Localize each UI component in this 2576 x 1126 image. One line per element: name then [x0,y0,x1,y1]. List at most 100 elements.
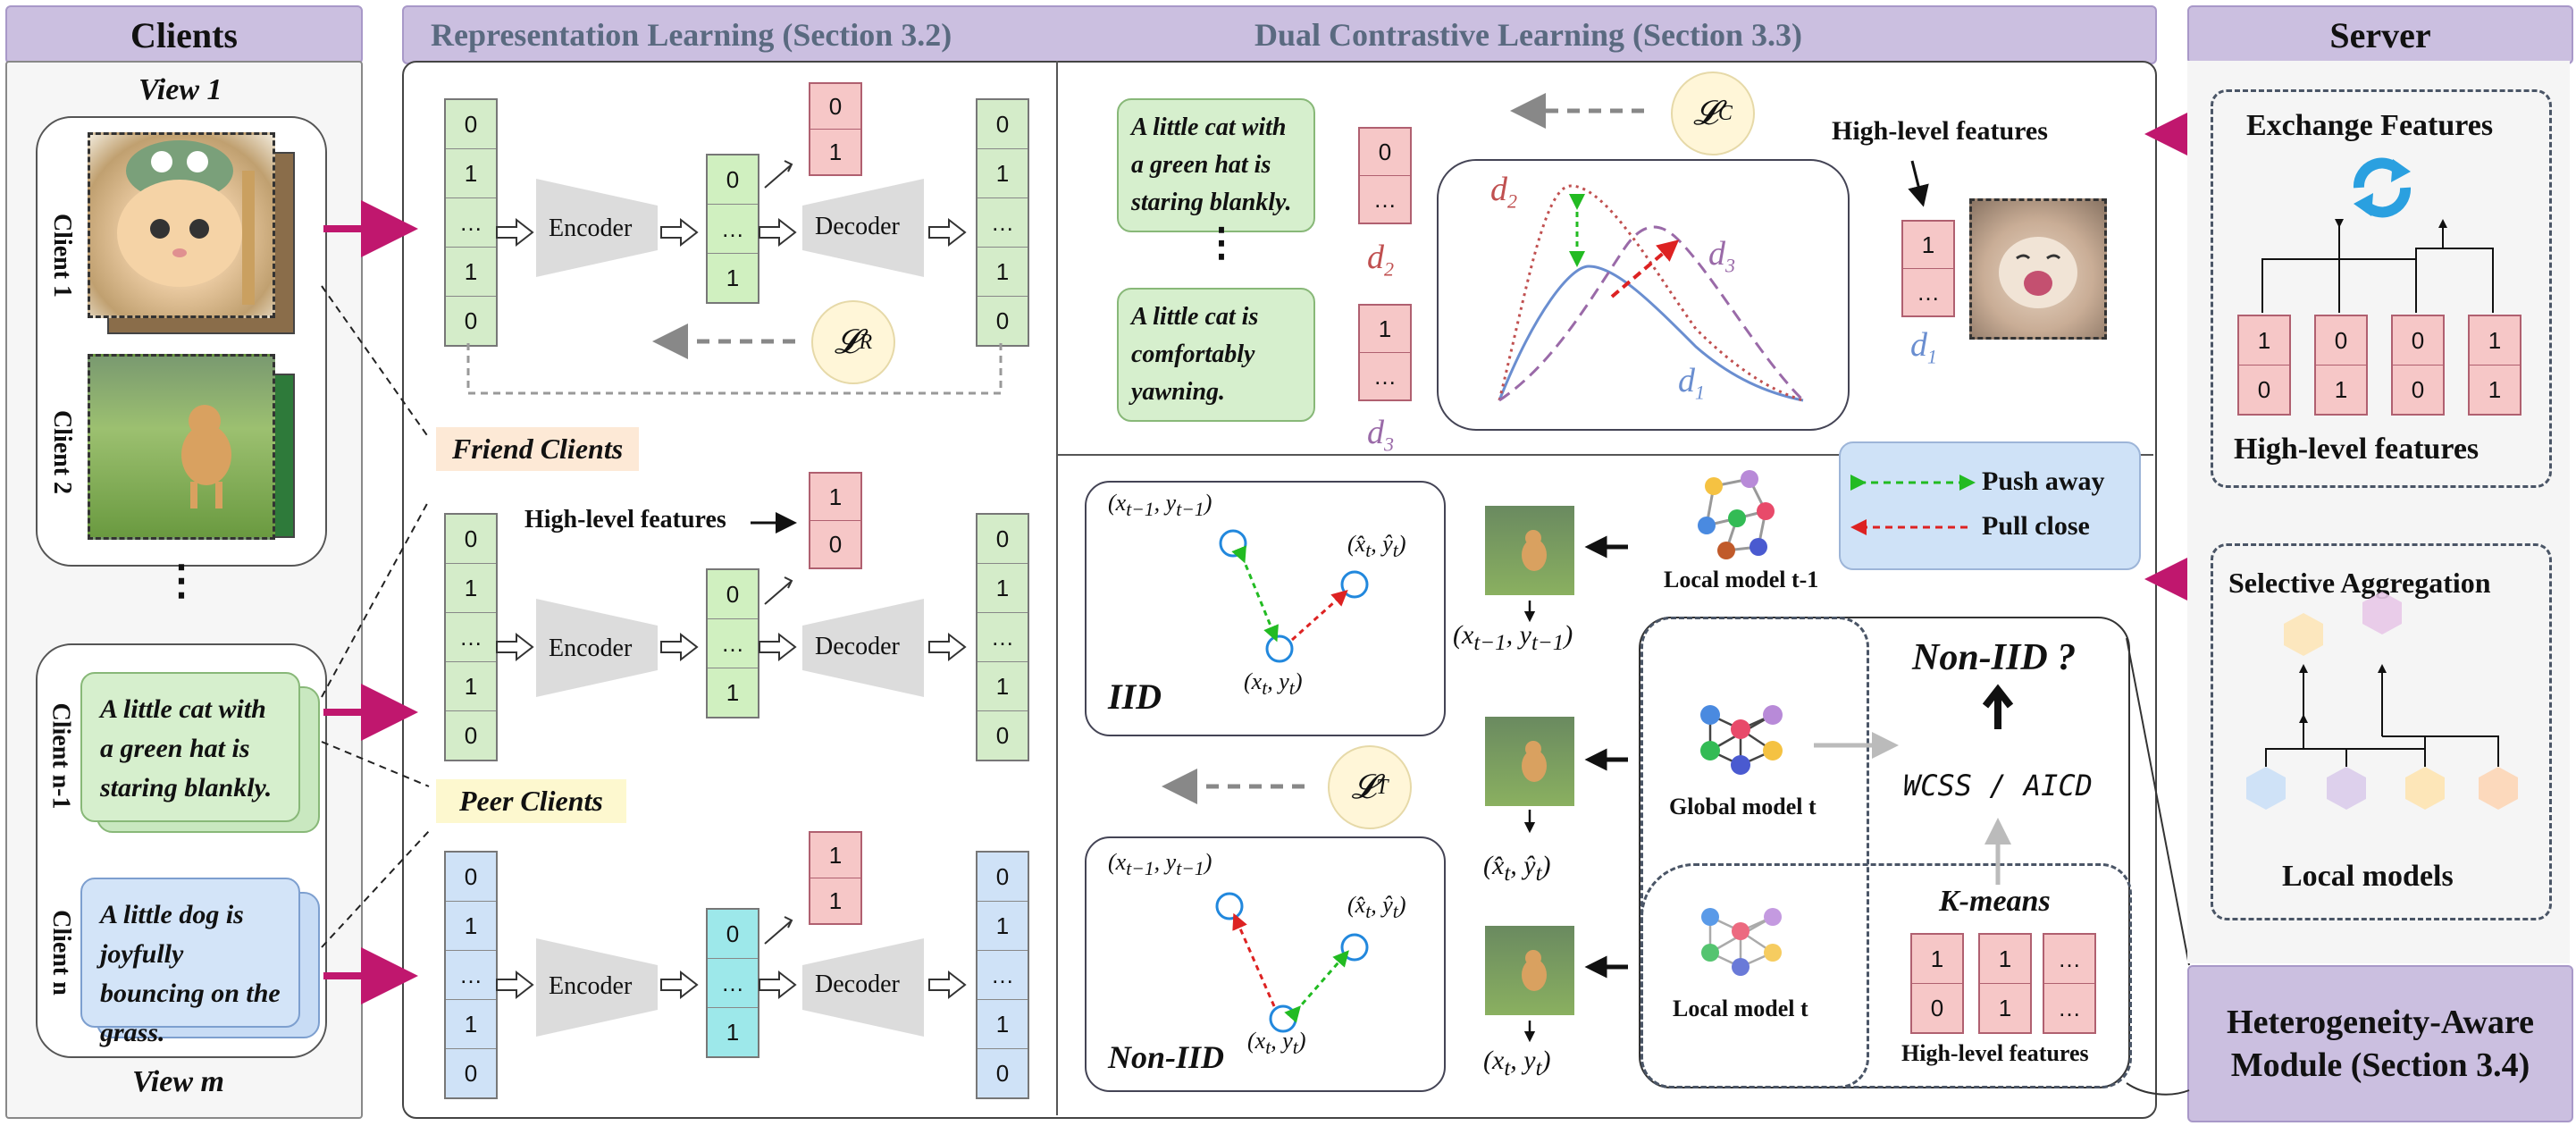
dog-thumb-2 [1485,717,1574,806]
hlf-label-kmeans: High-level features [1901,1040,2089,1066]
decoder-shape-2 [802,599,924,697]
d3-label: d3 [1367,414,1394,456]
cat-illustration [117,140,255,305]
exchange-box [2211,89,2552,488]
dog-illustration [181,405,231,508]
exchange-tree [2261,219,2494,313]
text-card-n: A little dog is joyfully bouncing on the… [80,878,300,1047]
server-hlf-label: High-level features [2234,433,2480,466]
noniid-question: Non-IID ? [1912,637,2077,678]
pair-label-hat: (x̂t, ŷt) [1483,851,1551,886]
noniid-panel [1085,836,1446,1092]
global-model-label: Global model t [1669,794,1817,819]
hlf-label-dual: High-level features [1832,116,2048,146]
d3-box: 1… [1358,304,1412,401]
noniid-graph [1215,892,1369,1033]
encoder-shape-2 [536,599,658,697]
push-away-label: Push away [1982,466,2105,496]
sync-icon [2353,157,2412,218]
text-card-n1: A little cat with a green hat is staring… [80,672,300,822]
decoder-label-3: Decoder [815,971,900,998]
horizontal-divider [1056,454,2153,456]
rep-header-label: Representation Learning (Section 3.2) [431,17,952,53]
distribution-panel [1437,159,1850,431]
global-model-icon [1700,705,1783,775]
ham-header: Heterogeneity-Aware Module (Section 3.4) [2187,965,2573,1122]
yawning-cat-image [1969,198,2107,340]
encoder-label-1: Encoder [549,214,633,242]
pull-close-label: Pull close [1982,511,2090,541]
latent-vector-1: 0…1 [706,154,759,304]
distribution-plot [1498,184,1805,402]
latent-vector-3: 0…1 [706,908,759,1058]
iid-panel [1085,481,1446,736]
iid-node-hat: (x̂t, ŷt) [1347,531,1406,562]
d1-box: 1… [1901,220,1955,317]
decoder-label-1: Decoder [815,213,900,240]
decoder-shape-3 [802,938,924,1037]
dual-text-card-1: A little cat with a green hat is staring… [1117,98,1315,232]
iid-node-cur: (xt, yt) [1244,668,1303,700]
iid-node-prev: (xt−1, yt−1) [1108,490,1212,521]
encoder-shape-1 [536,179,658,277]
friend-clients-label: Friend Clients [436,427,640,471]
yawning-cat-illustration [1999,237,2077,308]
view1-label: View 1 [138,73,222,106]
dog-image [88,354,275,540]
aggregation-box [2211,543,2552,920]
curve-label-d1: d1 [1678,362,1705,404]
latent-vector-2: 0…1 [706,568,759,718]
noniid-label: Non-IID [1108,1039,1225,1075]
vertical-divider [1056,61,1058,1115]
encoder-label-2: Encoder [549,634,633,662]
legend-arrows [1850,475,1976,535]
dual-header-label: Dual Contrastive Learning (Section 3.3) [1254,17,1802,53]
iid-graph [1219,529,1369,663]
dual-text-card-2: A little cat is comfortably yawning. [1117,288,1315,422]
ham-header-label: Heterogeneity-Aware Module (Section 3.4) [2227,1004,2534,1084]
selective-aggregation-label: Selective Aggregation [2228,567,2491,599]
curve-label-d2: d2 [1490,171,1517,213]
dog-thumb-1 [1485,506,1574,595]
clients-header-label: Clients [130,14,238,55]
d2-label: d2 [1367,239,1394,281]
dog-thumb-3 [1485,926,1574,1015]
legend-box [1839,441,2141,570]
kmeans-dashed-box [1640,863,2132,1088]
hlf-label-row2: High-level features [524,506,726,534]
clients-header: Clients [5,5,363,64]
encoder-label-3: Encoder [549,972,633,1000]
local-models-label: Local models [2282,860,2454,893]
peer-clients-label: Peer Clients [436,779,626,823]
local-model-prev-label: Local model t-1 [1664,567,1819,592]
encoder-shape-3 [536,938,658,1037]
noniid-node-cur: (xt, yt) [1247,1028,1306,1059]
local-model-prev-icon [1698,470,1775,559]
decoder-label-2: Decoder [815,633,900,660]
d1-label: d1 [1910,326,1937,368]
local-model-label: Local model t [1673,996,1808,1021]
noniid-node-prev: (xt−1, yt−1) [1108,849,1212,880]
server-header-label: Server [2329,14,2431,55]
d2-box: 0… [1358,127,1412,224]
pair-label-prev: (xt−1, yt−1) [1453,620,1573,655]
km-box-3: …… [2043,933,2096,1034]
viewm-label: View m [132,1065,224,1098]
curve-label-d3: d3 [1708,235,1735,277]
pair-label-cur: (xt, yt) [1483,1046,1551,1080]
